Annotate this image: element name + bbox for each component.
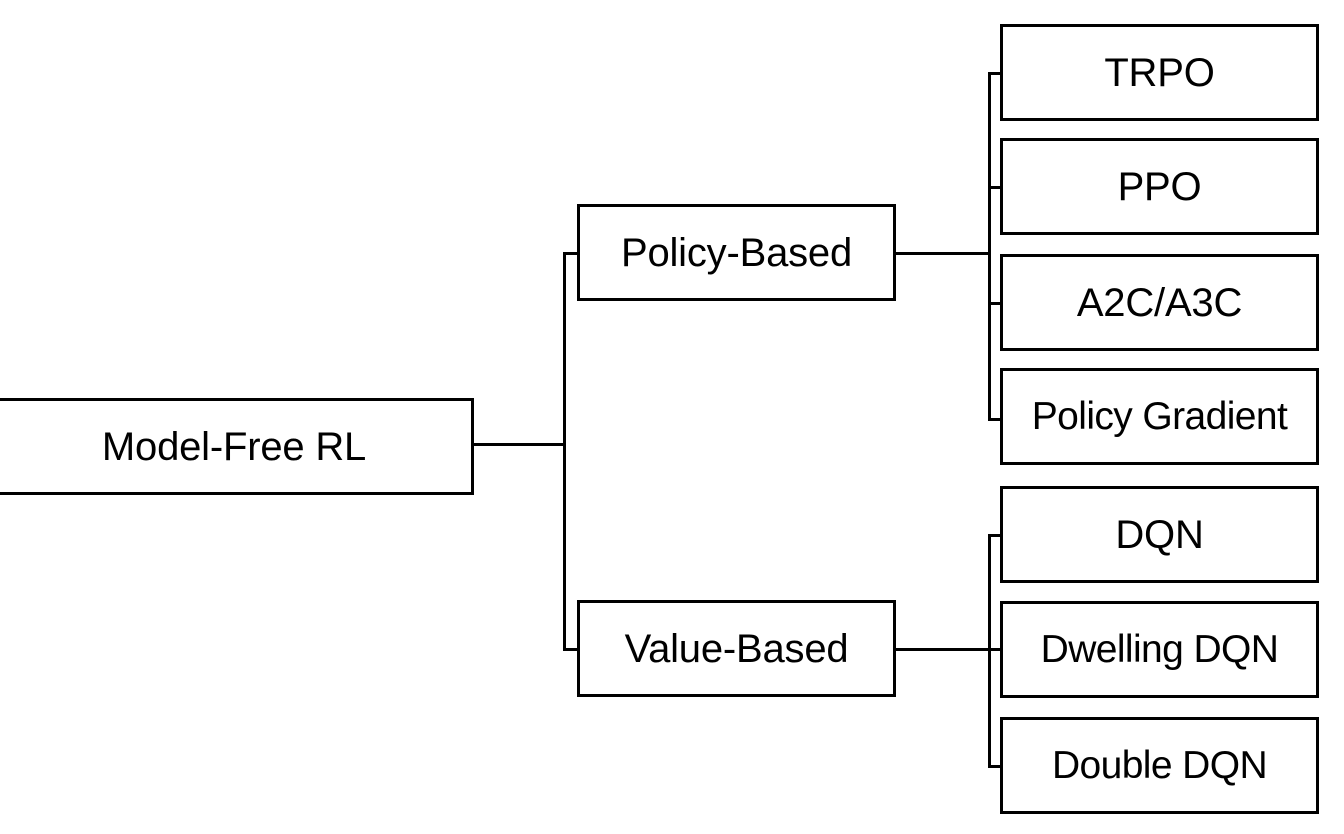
connector-value-to-double-dqn (988, 765, 1003, 768)
node-label-ppo: PPO (1117, 164, 1202, 209)
node-dqn[interactable]: DQN (1000, 486, 1319, 583)
connector-main-trunk (563, 252, 566, 651)
connector-policy-based-to-trunk (893, 252, 991, 255)
connector-policy-to-trpo (988, 72, 1003, 75)
node-label-value-based: Value-Based (624, 626, 849, 671)
connector-value-to-dwelling-dqn (988, 648, 1003, 651)
node-label-policy-based: Policy-Based (620, 230, 853, 275)
node-double-dqn[interactable]: Double DQN (1000, 717, 1319, 814)
connector-policy-to-ppo (988, 186, 1003, 189)
node-label-a2c-a3c: A2C/A3C (1076, 280, 1243, 325)
connector-root-to-trunk (471, 443, 566, 446)
node-trpo[interactable]: TRPO (1000, 24, 1319, 121)
connector-value-to-dqn (988, 534, 1003, 537)
node-label-trpo: TRPO (1104, 50, 1215, 95)
node-model-free-rl[interactable]: Model-Free RL (0, 398, 474, 495)
connector-policy-to-a2c-a3c (988, 302, 1003, 305)
node-dwelling-dqn[interactable]: Dwelling DQN (1000, 601, 1319, 698)
node-policy-based[interactable]: Policy-Based (577, 204, 896, 301)
connector-value-based-to-trunk (893, 648, 991, 651)
connector-policy-branch-trunk (988, 72, 991, 421)
node-label-model-free-rl: Model-Free RL (101, 424, 367, 469)
node-label-dwelling-dqn: Dwelling DQN (1040, 628, 1279, 671)
connector-policy-to-policy-gradient (988, 418, 1003, 421)
node-value-based[interactable]: Value-Based (577, 600, 896, 697)
node-ppo[interactable]: PPO (1000, 138, 1319, 235)
node-label-double-dqn: Double DQN (1051, 744, 1268, 787)
connector-trunk-to-policy-based (563, 252, 580, 255)
node-a2c-a3c[interactable]: A2C/A3C (1000, 254, 1319, 351)
node-label-dqn: DQN (1115, 512, 1204, 557)
node-label-policy-gradient: Policy Gradient (1031, 395, 1288, 438)
connector-value-branch-trunk (988, 534, 991, 768)
connector-trunk-to-value-based (563, 648, 580, 651)
node-policy-gradient[interactable]: Policy Gradient (1000, 368, 1319, 465)
